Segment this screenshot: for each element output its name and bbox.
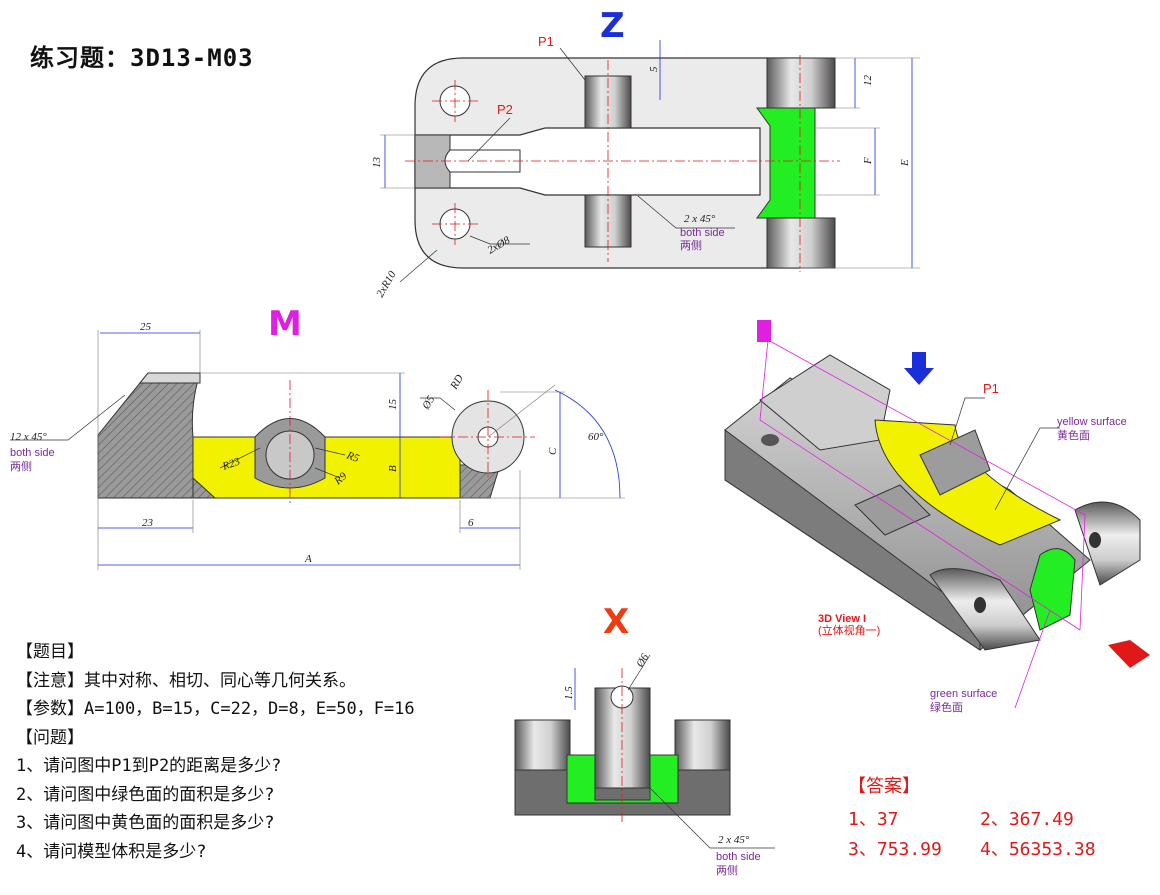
- iso-z-marker: [904, 352, 934, 385]
- iso-x-marker: [1108, 640, 1150, 668]
- page-title: 练习题：3D13-M03: [30, 44, 254, 72]
- z-cyl-bottom: [584, 194, 632, 248]
- iso-yellow-label: yellow surface: [1057, 416, 1127, 428]
- z-tag-p1: P1: [538, 34, 554, 49]
- z-view: P1 P2 5 12 13 F E 2 x 45° both side 两侧 2…: [371, 34, 920, 300]
- question-note: 【注意】其中对称、相切、同心等几何关系。: [16, 670, 356, 691]
- iso-p1-cut: [919, 429, 991, 496]
- m-view: 25 15 B C 23 6 A R23 R5 R9 Ø5 RD 60° 12 …: [10, 321, 625, 570]
- z-knuckle-bottom: [766, 217, 836, 269]
- question-2: 2、请问图中绿色面的面积是多少?: [16, 784, 275, 805]
- m-dim-23: 23: [142, 517, 154, 529]
- question-heading: 【题目】: [16, 642, 84, 662]
- question-block: 【题目】 【注意】其中对称、相切、同心等几何关系。 【参数】A=100，B=15…: [16, 638, 415, 866]
- question-1: 1、请问图中P1到P2的距离是多少?: [16, 756, 282, 776]
- iso-yellow-label-cn: 黄色面: [1057, 428, 1090, 442]
- m-chamfer: 12 x 45°: [10, 431, 47, 443]
- iso-slot-block: [759, 354, 891, 451]
- x-view: 1.5 Ø6 2 x 45° both side 两侧: [514, 651, 775, 877]
- x-both-side: both side: [716, 851, 761, 863]
- question-3: 3、请问图中黄色面的面积是多少?: [16, 813, 275, 833]
- answer-4: 4、56353.38: [980, 839, 1096, 860]
- view-label-z: Z: [600, 6, 625, 46]
- iso-green-label-cn: 绿色面: [930, 700, 963, 714]
- view-label-m: M: [268, 304, 302, 344]
- iso-base-front: [724, 429, 981, 651]
- m-both-side: both side: [10, 447, 55, 459]
- view-label-x: X: [603, 602, 630, 642]
- question-4: 4、请问模型体积是多少?: [16, 841, 207, 862]
- iso-pin-back: [1089, 532, 1101, 548]
- iso-green-label: green surface: [930, 688, 997, 700]
- iso-pin-front: [974, 597, 986, 613]
- z-dim-12: 12: [862, 75, 874, 87]
- z-knuckle-top: [766, 57, 836, 109]
- iso-green-surface: [1029, 548, 1076, 631]
- m-dim-RD: RD: [448, 373, 466, 393]
- m-dim-angle: 60°: [588, 431, 604, 443]
- m-both-side-cn: 两侧: [10, 460, 32, 473]
- m-dim-C: C: [547, 447, 559, 455]
- m-dim-15: 15: [387, 399, 399, 411]
- z-dim-13: 13: [371, 157, 383, 169]
- z-both-side-cn: 两侧: [680, 239, 702, 252]
- iso-view: P1 yellow surface 黄色面 green surface 绿色面 …: [724, 320, 1150, 714]
- iso-hole: [761, 434, 779, 446]
- m-dim-25: 25: [140, 321, 152, 333]
- z-both-side: both side: [680, 227, 725, 239]
- x-both-side-cn: 两侧: [716, 864, 738, 877]
- z-tag-p2: P2: [497, 102, 513, 117]
- z-chamfer: 2 x 45°: [684, 213, 716, 225]
- iso-m-marker: [757, 320, 771, 342]
- m-dim-dia5: Ø5: [420, 393, 438, 412]
- m-hatch-bottom-left: [192, 476, 217, 499]
- m-dim-6: 6: [468, 517, 474, 529]
- z-dim-F: F: [862, 157, 874, 165]
- iso-view-label-cn: (立体视角一): [818, 623, 880, 637]
- m-dim-R5: R5: [344, 449, 361, 465]
- answer-1: 1、37: [848, 809, 899, 830]
- question-ask: 【问题】: [16, 727, 84, 748]
- m-dim-B: B: [387, 465, 399, 472]
- z-dim-E: E: [899, 159, 911, 167]
- m-top-chamfer: [138, 372, 201, 384]
- iso-view-label: 3D View I: [818, 613, 866, 625]
- x-chamfer: 2 x 45°: [718, 834, 750, 846]
- answer-heading: 【答案】: [848, 776, 920, 797]
- iso-tag-p1: P1: [983, 381, 999, 396]
- m-left-hatch: [97, 372, 201, 499]
- iso-knuckle-back: [1074, 501, 1141, 586]
- x-green-surface: [566, 754, 679, 804]
- m-dim-A: A: [304, 553, 312, 565]
- answer-2: 2、367.49: [980, 809, 1074, 830]
- z-green-surface: [756, 107, 816, 219]
- z-radius-dim: 2xR10: [374, 269, 399, 300]
- x-dim-1-5: 1.5: [563, 686, 575, 700]
- z-slot-end: [414, 134, 451, 189]
- iso-lower-cut: [854, 484, 931, 536]
- question-params: 【参数】A=100，B=15，C=22，D=8，E=50，F=16: [16, 699, 415, 719]
- x-dim-dia6: Ø6: [634, 651, 652, 670]
- answer-3: 3、753.99: [848, 839, 942, 860]
- z-dim-5: 5: [648, 66, 660, 72]
